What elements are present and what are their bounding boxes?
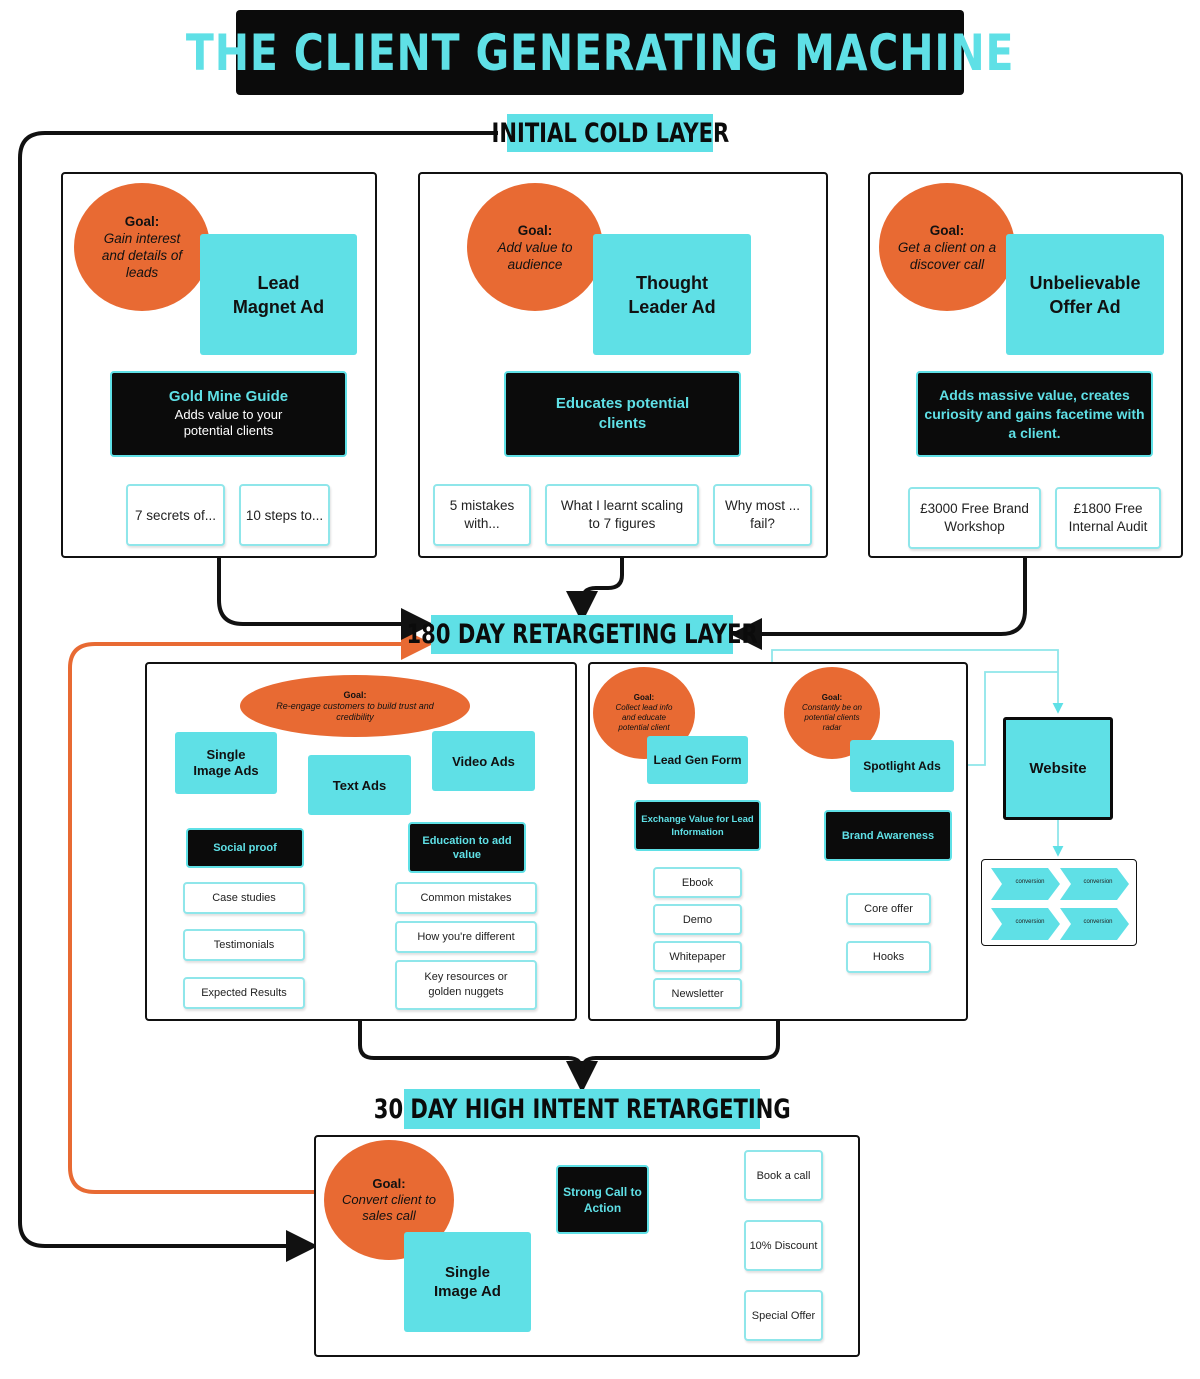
list-item: Why most ... fail? bbox=[713, 484, 812, 546]
list-item: Testimonials bbox=[183, 929, 305, 961]
goal-text: Re-engage customers to build trust and c… bbox=[276, 700, 434, 722]
goal-title: Goal: bbox=[343, 689, 367, 700]
goal-title: Goal: bbox=[821, 693, 843, 702]
list-item: Book a call bbox=[744, 1150, 823, 1201]
goal-text: Gain interest and details of leads bbox=[101, 231, 183, 280]
conversion-label: conversion bbox=[1015, 919, 1045, 925]
list-item: Special Offer bbox=[744, 1290, 823, 1341]
list-item: 5 mistakes with... bbox=[433, 484, 531, 546]
goal-title: Goal: bbox=[124, 214, 160, 229]
education-title: Education to add value bbox=[422, 834, 512, 861]
goal-text: Get a client on a discover call bbox=[897, 239, 997, 272]
massive-value-box: Adds massive value, creates curiosity an… bbox=[916, 371, 1153, 457]
offer-title: Educates potential clients bbox=[555, 395, 690, 432]
brand-awareness-title: Brand Awareness bbox=[841, 829, 935, 842]
social-proof-box: Social proof bbox=[186, 828, 304, 868]
retargeting-30-layer-label: 30 DAY HIGH INTENT RETARGETING bbox=[374, 1089, 790, 1129]
education-box: Education to add value bbox=[408, 822, 526, 873]
list-item: Expected Results bbox=[183, 977, 305, 1009]
cta-title: Strong Call to Action bbox=[563, 1184, 642, 1215]
single-image-ads: Single Image Ads bbox=[175, 732, 277, 794]
social-proof-title: Social proof bbox=[213, 842, 277, 854]
video-ads: Video Ads bbox=[432, 731, 535, 791]
list-item: £3000 Free Brand Workshop bbox=[908, 487, 1041, 549]
thought-leader-ad: Thought Leader Ad bbox=[593, 234, 751, 355]
offer-title: Gold Mine Guide bbox=[168, 388, 289, 405]
conversion-box: conversion conversion conversion convers… bbox=[981, 859, 1137, 946]
offer-title: Adds massive value, creates curiosity an… bbox=[924, 386, 1145, 441]
exchange-value-box: Exchange Value for Lead Information bbox=[634, 800, 761, 851]
list-item: How you're different bbox=[395, 921, 537, 953]
gold-mine-guide-box: Gold Mine Guide Adds value to your poten… bbox=[110, 371, 347, 457]
goal-title: Goal: bbox=[372, 1176, 406, 1191]
goal-text: Convert client to sales call bbox=[342, 1192, 436, 1223]
website-box: Website bbox=[1003, 717, 1113, 820]
goal-title: Goal: bbox=[633, 693, 655, 702]
list-item: Ebook bbox=[653, 867, 742, 898]
conversion-label: conversion bbox=[1083, 919, 1113, 925]
list-item: Case studies bbox=[183, 882, 305, 914]
list-item: Common mistakes bbox=[395, 882, 537, 914]
goal-title: Goal: bbox=[517, 222, 553, 238]
list-item: Demo bbox=[653, 904, 742, 935]
unbelievable-offer-ad: Unbelievable Offer Ad bbox=[1006, 234, 1164, 355]
list-item: Whitepaper bbox=[653, 941, 742, 972]
goal-circle: Goal: Gain interest and details of leads bbox=[74, 183, 210, 311]
educates-box: Educates potential clients bbox=[504, 371, 741, 457]
lead-magnet-ad: Lead Magnet Ad bbox=[200, 234, 357, 355]
lead-gen-form: Lead Gen Form bbox=[647, 736, 748, 784]
goal-circle: Goal: Add value to audience bbox=[467, 183, 603, 311]
page-title: THE CLIENT GENERATING MACHINE bbox=[186, 10, 1013, 95]
offer-text: Adds value to your potential clients bbox=[174, 407, 283, 438]
list-item: Hooks bbox=[846, 941, 931, 973]
conversion-label: conversion bbox=[1015, 879, 1045, 885]
text-ads: Text Ads bbox=[308, 755, 411, 815]
brand-awareness-box: Brand Awareness bbox=[824, 810, 952, 861]
goal-text: Constantly be on potential clients radar bbox=[801, 703, 863, 732]
cold-layer-label: INITIAL COLD LAYER bbox=[491, 114, 729, 152]
list-item: 7 secrets of... bbox=[126, 484, 225, 546]
list-item: What I learnt scaling to 7 figures bbox=[545, 484, 699, 546]
goal-title: Goal: bbox=[929, 222, 965, 238]
list-item: 10% Discount bbox=[744, 1220, 823, 1271]
list-item: Newsletter bbox=[653, 978, 742, 1009]
single-image-ad: Single Image Ad bbox=[404, 1232, 531, 1332]
retargeting-180-layer-label: 180 DAY RETARGETING LAYER bbox=[406, 615, 758, 654]
list-item: 10 steps to... bbox=[239, 484, 330, 546]
conversion-label: conversion bbox=[1083, 879, 1113, 885]
goal-text: Collect lead info and educate potential … bbox=[615, 703, 673, 732]
goal-ellipse: Goal: Re-engage customers to build trust… bbox=[240, 675, 470, 737]
list-item: Key resources or golden nuggets bbox=[395, 960, 537, 1010]
cta-box: Strong Call to Action bbox=[556, 1165, 649, 1234]
goal-text: Add value to audience bbox=[497, 239, 573, 272]
exchange-title: Exchange Value for Lead Information bbox=[641, 813, 754, 838]
list-item: £1800 Free Internal Audit bbox=[1055, 487, 1161, 549]
spotlight-ads: Spotlight Ads bbox=[850, 740, 954, 792]
goal-circle: Goal: Get a client on a discover call bbox=[879, 183, 1015, 311]
list-item: Core offer bbox=[846, 893, 931, 925]
